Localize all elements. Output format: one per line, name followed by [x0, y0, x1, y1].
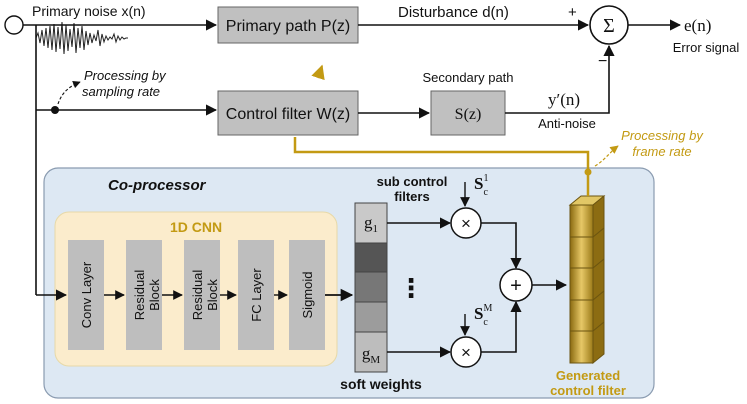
anti-noise-label: Anti-noise	[538, 116, 596, 131]
anti-noise-symbol: y′(n)	[548, 90, 580, 109]
disturbance-label: Disturbance d(n)	[398, 4, 509, 21]
soft-weights-column	[354, 202, 388, 373]
noise-source	[4, 15, 24, 35]
noise-waveform	[35, 21, 128, 55]
sub-control-label-2: filters	[394, 189, 429, 204]
plus-sign: +	[568, 4, 577, 21]
conv-layer	[68, 240, 104, 350]
secondary-path-symbol: S(z)	[455, 106, 482, 123]
control-filter-box	[217, 90, 359, 136]
adaptation-arrow	[311, 64, 325, 81]
multiplier-top-symbol: ×	[461, 214, 471, 233]
frame-rate-dot	[584, 168, 592, 176]
residual-block-1	[126, 240, 162, 350]
sampling-rate-dot	[51, 106, 59, 114]
residual-block-2	[184, 240, 220, 350]
error-symbol: e(n)	[684, 16, 711, 35]
ellipsis-dots: ⋮	[398, 273, 424, 303]
sum-symbol: Σ	[603, 15, 615, 37]
conv-layer-label: Conv Layer	[79, 261, 94, 328]
primary-path-label: Primary path P(z)	[226, 18, 350, 35]
processing-sampling-label-2: sampling rate	[82, 84, 160, 99]
secondary-path-box	[430, 90, 506, 136]
residual-block-1-label: ResidualBlock	[132, 270, 162, 321]
processing-frame-label-1: Processing by	[621, 128, 704, 143]
generated-control-filter	[568, 194, 606, 365]
cnn-title: 1D CNN	[170, 219, 222, 235]
fc-layer-label: FC Layer	[249, 268, 264, 322]
minus-sign: −	[598, 53, 607, 70]
fc-layer	[238, 240, 274, 350]
secondary-path-label: Secondary path	[422, 70, 513, 85]
residual-block-2-label: ResidualBlock	[190, 270, 220, 321]
adder-symbol: +	[510, 275, 522, 297]
generated-label-1: Generated	[556, 368, 620, 383]
generated-label-2: control filter	[550, 383, 626, 398]
processing-sampling-label-1: Processing by	[84, 68, 167, 83]
sub-control-label-1: sub control	[377, 174, 448, 189]
multiplier-bottom-symbol: ×	[461, 343, 471, 362]
soft-weights-label: soft weights	[340, 376, 422, 392]
primary-noise-label: Primary noise x(n)	[32, 3, 146, 19]
coprocessor-label: Co-processor	[108, 177, 207, 194]
processing-frame-label-2: frame rate	[632, 144, 691, 159]
sigmoid-layer-label: Sigmoid	[300, 272, 315, 319]
control-filter-label: Control filter W(z)	[226, 106, 350, 123]
error-signal-label: Error signal	[673, 40, 740, 55]
cnn-layers: Conv Layer ResidualBlock ResidualBlock F…	[68, 240, 325, 350]
sigmoid-layer	[289, 240, 325, 350]
